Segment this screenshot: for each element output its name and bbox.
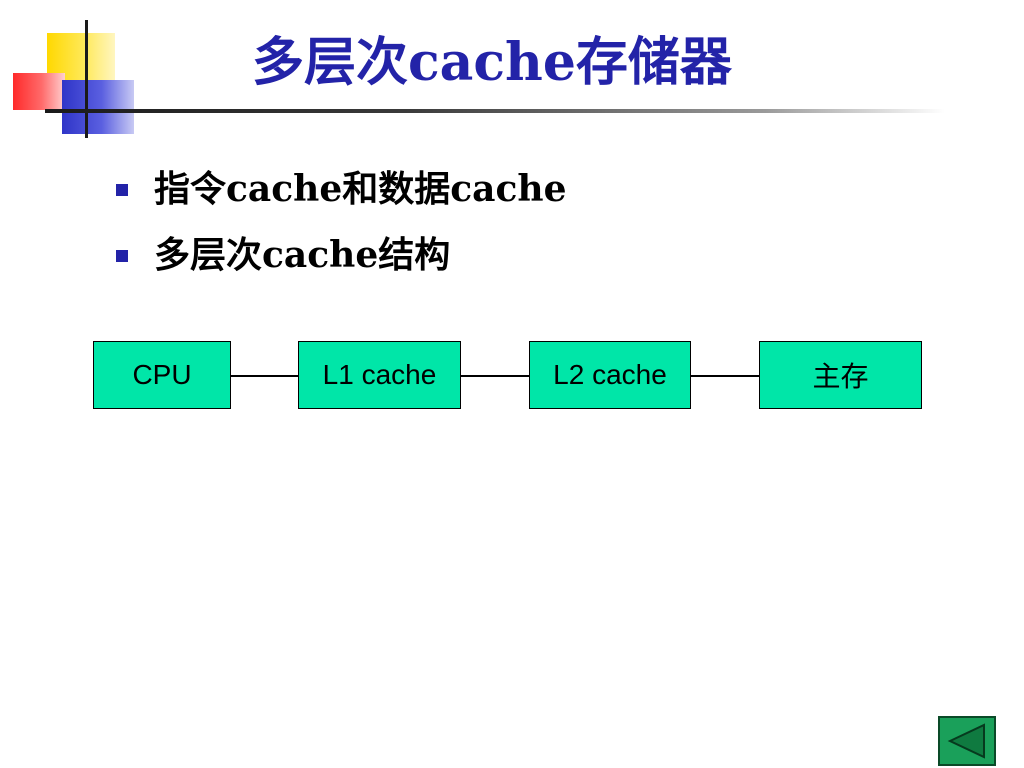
edge-l2-main (690, 375, 760, 377)
bullet-list: 指令cache和数据cache 多层次cache结构 (112, 162, 712, 294)
node-main-memory: 主存 (759, 341, 922, 409)
node-l1-cache: L1 cache (298, 341, 461, 409)
bullet-item: 多层次cache结构 (112, 228, 712, 294)
square-bullet-icon (116, 184, 128, 196)
square-bullet-icon (116, 250, 128, 262)
red-square-decoration (13, 73, 65, 110)
title-rule (45, 109, 945, 113)
back-triangle-icon (947, 723, 985, 759)
slide-title: 多层次cache存储器 (252, 32, 732, 93)
back-button[interactable] (938, 716, 996, 766)
node-l2-cache: L2 cache (529, 341, 691, 409)
bullet-text: 指令cache和数据cache (154, 168, 567, 210)
blue-square-decoration (62, 80, 134, 134)
edge-l1-l2 (460, 375, 529, 377)
bullet-text: 多层次cache结构 (154, 234, 451, 276)
vertical-rule-decoration (85, 20, 88, 138)
bullet-item: 指令cache和数据cache (112, 162, 712, 228)
corner-logo-decoration (0, 0, 150, 140)
node-cpu: CPU (93, 341, 231, 409)
edge-cpu-l1 (230, 375, 298, 377)
